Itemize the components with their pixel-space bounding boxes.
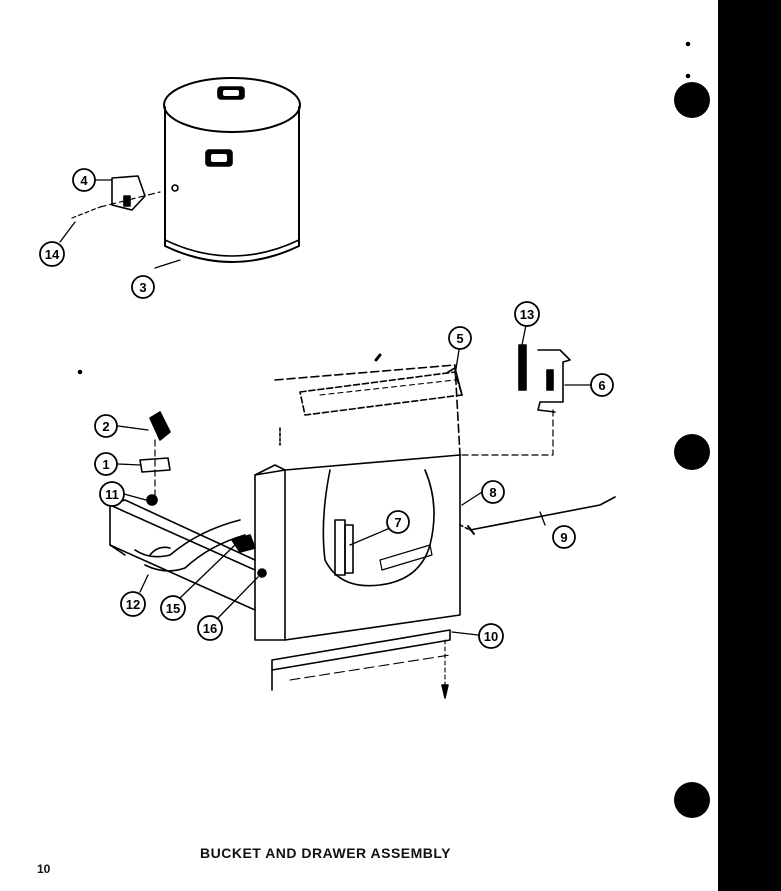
callout-5: 5 xyxy=(448,326,472,350)
diagram-caption: BUCKET AND DRAWER ASSEMBLY xyxy=(200,845,452,861)
callout-4-label: 4 xyxy=(80,173,88,188)
leader-lines xyxy=(59,179,591,636)
callout-6-label: 6 xyxy=(598,378,605,393)
drawer-stop-parts xyxy=(139,411,171,506)
callout-2-label: 2 xyxy=(102,419,109,434)
callout-13-label: 13 xyxy=(520,307,534,322)
callout-7: 7 xyxy=(386,510,410,534)
callout-2: 2 xyxy=(94,414,118,438)
callout-1: 1 xyxy=(94,452,118,476)
drawer-housing xyxy=(254,364,461,641)
callout-13: 13 xyxy=(514,301,540,327)
page-number: 10 xyxy=(37,862,51,876)
callout-10-label: 10 xyxy=(484,629,498,644)
callout-12-label: 12 xyxy=(126,597,140,612)
callout-15-label: 15 xyxy=(166,601,180,616)
bracket-assembly xyxy=(459,344,571,456)
callout-3: 3 xyxy=(131,275,155,299)
callout-6: 6 xyxy=(590,373,614,397)
callout-4: 4 xyxy=(72,168,96,192)
callout-9: 9 xyxy=(552,525,576,549)
binder-holes xyxy=(674,82,710,818)
callout-10: 10 xyxy=(478,623,504,649)
callout-1-label: 1 xyxy=(102,457,109,472)
callout-11-label: 11 xyxy=(105,487,119,502)
binding-edge xyxy=(718,0,781,891)
drawer-rod xyxy=(459,496,616,535)
callout-16-label: 16 xyxy=(203,621,217,636)
callout-15: 15 xyxy=(160,595,186,621)
bucket xyxy=(163,77,301,263)
callout-11: 11 xyxy=(99,481,125,507)
callout-8: 8 xyxy=(481,480,505,504)
callout-14: 14 xyxy=(39,241,65,267)
callout-8-label: 8 xyxy=(489,485,496,500)
drawer-latch xyxy=(231,534,256,553)
callout-14-label: 14 xyxy=(45,247,60,262)
callout-9-label: 9 xyxy=(560,530,567,545)
bucket-bracket xyxy=(71,175,161,219)
bottom-trim xyxy=(271,629,451,699)
top-rail xyxy=(299,353,463,416)
callout-7-label: 7 xyxy=(394,515,401,530)
callout-12: 12 xyxy=(120,591,146,617)
callout-16: 16 xyxy=(197,615,223,641)
callout-5-label: 5 xyxy=(456,331,463,346)
callout-3-label: 3 xyxy=(139,280,146,295)
